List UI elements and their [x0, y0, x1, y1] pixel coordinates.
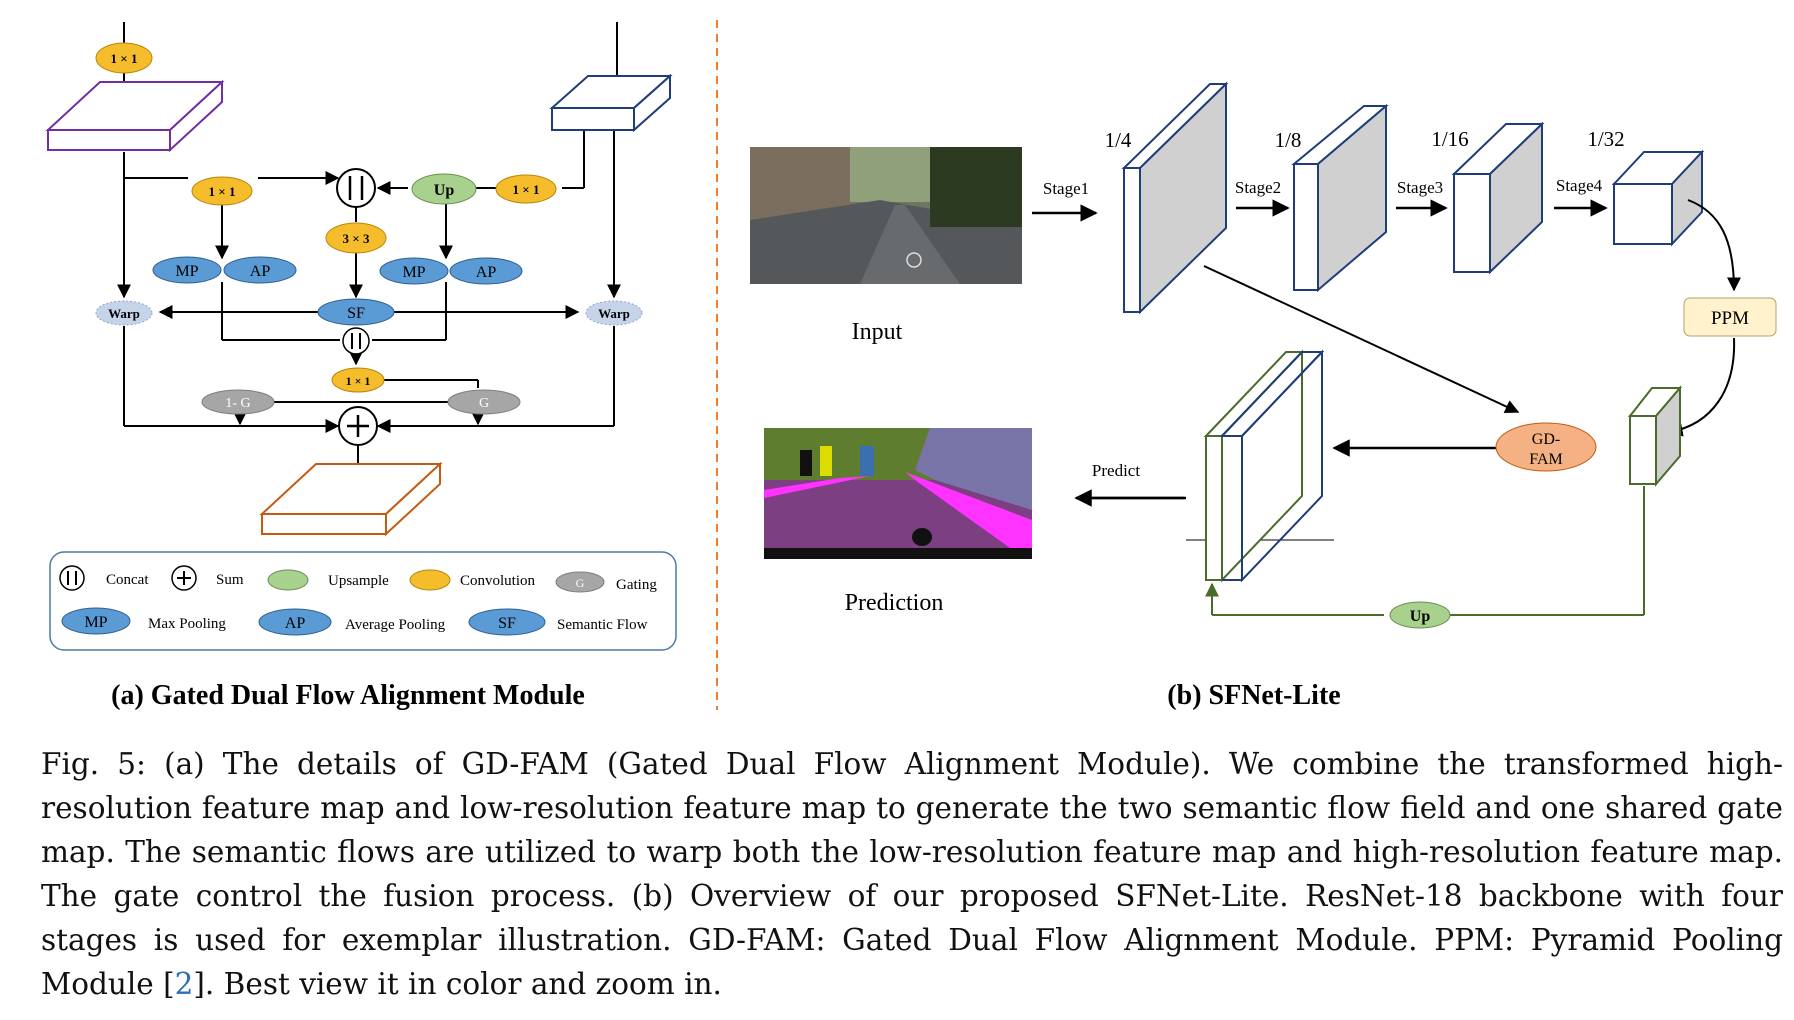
low-res-feature-map	[549, 73, 673, 133]
concat-top-node	[336, 168, 376, 208]
ap-right-label: AP	[476, 264, 497, 281]
ppm-node: PPM	[1683, 297, 1777, 337]
stage-3-block	[1451, 121, 1545, 275]
stage-4-block	[1611, 149, 1705, 247]
stage-1-label: Stage1	[1043, 179, 1089, 198]
stage-1-block	[1121, 81, 1229, 315]
conv-3x3-label: 3 × 3	[343, 231, 370, 246]
panel-a-diagram: 1 × 1 1 × 1 Up 1 × 1 3 × 3 MP A	[45, 22, 677, 711]
legend-ap-swatch	[258, 608, 332, 636]
legend: Concat Sum Upsample Convolution G Gating…	[49, 551, 677, 651]
sf-node: SF	[317, 298, 395, 326]
mp-left-node: MP	[152, 256, 222, 284]
legend-sum-label: Sum	[216, 572, 244, 588]
up-label: Up	[434, 182, 455, 199]
stage-4-label: Stage4	[1556, 176, 1603, 195]
legend-average-pooling-label: Average Pooling	[345, 617, 446, 633]
figure-caption: Fig. 5: (a) The details of GD-FAM (Gated…	[41, 742, 1783, 1006]
one-minus-g-label: 1- G	[225, 396, 250, 411]
conv-1x1-top-node: 1 × 1	[95, 42, 153, 74]
gdfam-label-line2: FAM	[1529, 451, 1563, 468]
mp-right-label: MP	[402, 264, 425, 281]
ppm-output-block	[1627, 385, 1683, 487]
legend-ap-symbol: AP	[285, 615, 306, 632]
figure: 1 × 1 1 × 1 Up 1 × 1 3 × 3 MP A	[45, 20, 1777, 711]
scale-3-label: 1/16	[1431, 127, 1468, 151]
legend-mp-swatch	[61, 607, 131, 635]
legend-convolution-swatch	[409, 569, 451, 591]
caption-text-end: ]. Best view it in color and zoom in.	[193, 967, 722, 1001]
one-minus-gate-node: 1- G	[201, 389, 275, 415]
panel-a-title: (a) Gated Dual Flow Alignment Module	[111, 680, 585, 711]
predict-label: Predict	[1092, 461, 1140, 480]
warp-right-label: Warp	[598, 306, 630, 321]
conv-1x1-gate-node: 1 × 1	[331, 367, 385, 393]
legend-concat-icon	[59, 565, 85, 591]
conv-1x1-right-label: 1 × 1	[513, 182, 540, 197]
legend-semantic-flow-label: Semantic Flow	[557, 617, 648, 633]
legend-gating-symbol: G	[576, 576, 585, 590]
mp-right-node: MP	[379, 257, 449, 285]
stage-3-label: Stage3	[1397, 178, 1443, 197]
fused-feature-stack	[1203, 349, 1325, 583]
ap-left-label: AP	[250, 263, 271, 280]
legend-max-pooling-label: Max Pooling	[148, 616, 226, 632]
ppm-label: PPM	[1711, 308, 1749, 329]
prediction-label: Prediction	[845, 590, 944, 616]
warp-left-label: Warp	[108, 306, 140, 321]
legend-convolution-label: Convolution	[460, 573, 536, 589]
warp-right-node: Warp	[585, 300, 643, 326]
sum-node	[338, 406, 378, 446]
conv-1x1-gate-label: 1 × 1	[346, 374, 371, 388]
ap-left-node: AP	[223, 256, 297, 284]
panel-b-title: (b) SFNet-Lite	[1167, 680, 1340, 711]
legend-concat-label: Concat	[106, 572, 149, 588]
legend-gating-swatch	[555, 571, 605, 593]
gate-node: G	[447, 389, 521, 415]
conv-1x1-top-label: 1 × 1	[111, 51, 138, 66]
conv-1x1-left-label: 1 × 1	[209, 184, 236, 199]
scale-2-label: 1/8	[1275, 128, 1302, 152]
input-image	[750, 147, 1022, 284]
warp-left-node: Warp	[95, 300, 153, 326]
conv-3x3-node: 3 × 3	[325, 222, 387, 254]
prediction-image	[764, 428, 1032, 559]
legend-upsample-swatch	[267, 569, 309, 591]
concat-mid-node	[342, 327, 370, 355]
gdfam-label-line1: GD-	[1532, 431, 1560, 448]
conv-1x1-left-node: 1 × 1	[191, 176, 253, 206]
stage-2-label: Stage2	[1235, 178, 1281, 197]
up-node: Up	[1389, 601, 1451, 629]
input-label: Input	[852, 319, 903, 345]
legend-mp-symbol: MP	[84, 614, 107, 631]
caption-text: Fig. 5: (a) The details of GD-FAM (Gated…	[41, 747, 1783, 1001]
legend-sf-symbol: SF	[498, 615, 516, 632]
sf-label: SF	[347, 305, 365, 322]
scale-1-label: 1/4	[1105, 128, 1132, 152]
legend-gating-label: Gating	[616, 577, 657, 593]
panel-b-diagram: Input Prediction	[750, 81, 1777, 711]
stage-2-block	[1291, 103, 1389, 293]
mp-left-label: MP	[175, 263, 198, 280]
up-node-label: Up	[1410, 608, 1431, 625]
output-feature-map	[259, 461, 443, 537]
scale-4-label: 1/32	[1587, 127, 1624, 151]
upsample-node: Up	[411, 173, 477, 205]
legend-sf-swatch	[468, 608, 546, 636]
legend-sum-icon	[171, 565, 197, 591]
high-res-feature-map	[45, 79, 225, 153]
ap-right-node: AP	[449, 257, 523, 285]
conv-1x1-right-node: 1 × 1	[495, 174, 557, 204]
caption-reference-link[interactable]: 2	[174, 967, 194, 1001]
legend-upsample-label: Upsample	[328, 573, 389, 589]
gdfam-node: GD- FAM	[1495, 422, 1597, 472]
g-label: G	[479, 396, 489, 411]
